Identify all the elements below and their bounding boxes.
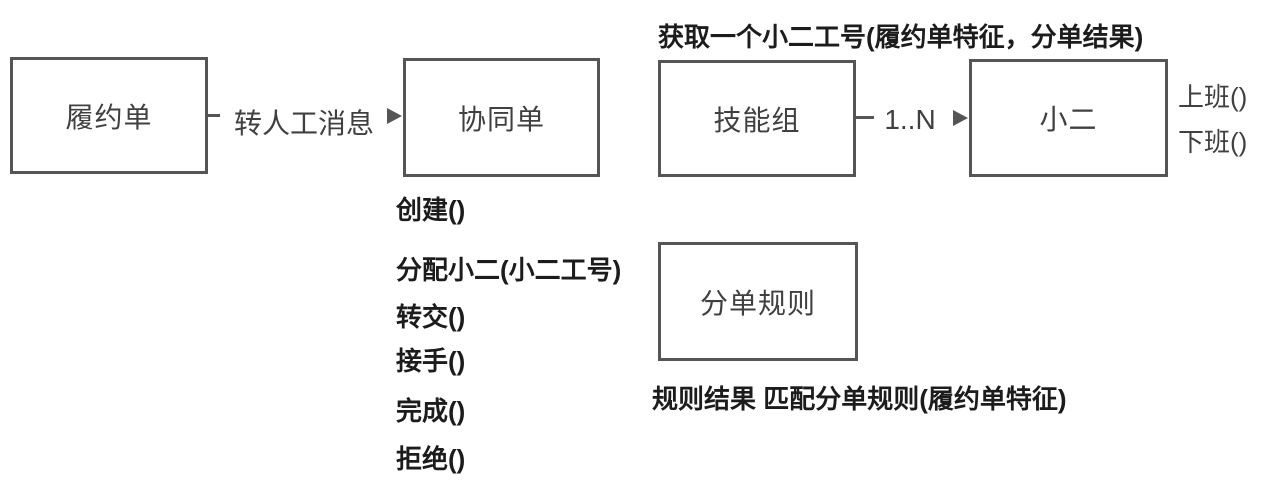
collab-method-assign-xiaoer: 分配小二(小二工号) xyxy=(396,255,622,285)
collab-order-label: 协同单 xyxy=(457,103,545,135)
fulfillment-order-box: 履约单 xyxy=(10,57,208,174)
connector-one-to-n-label: 1..N xyxy=(874,104,946,136)
collab-method-reject: 拒绝() xyxy=(396,444,466,474)
xiaoer-method-end-work: 下班() xyxy=(1178,127,1248,157)
fulfillment-order-label: 履约单 xyxy=(65,101,153,133)
dispatch-rule-box: 分单规则 xyxy=(658,242,858,361)
skill-group-label: 技能组 xyxy=(713,104,801,136)
dispatch-rule-label: 分单规则 xyxy=(699,287,816,319)
connector-fulfillment-to-collab-line xyxy=(208,114,220,117)
xiaoer-method-start-work: 上班() xyxy=(1178,82,1248,112)
rule-match-note: 规则结果 匹配分单规则(履约单特征) xyxy=(652,384,1067,414)
collab-method-take-over: 接手() xyxy=(396,346,466,376)
collab-method-transfer: 转交() xyxy=(396,302,466,332)
skill-group-box: 技能组 xyxy=(658,60,856,177)
connector-transfer-manual-label: 转人工消息 xyxy=(224,102,384,142)
arrowhead-right-icon xyxy=(387,108,402,124)
collab-method-create: 创建() xyxy=(396,195,466,225)
arrowhead-right-icon xyxy=(953,110,968,126)
xiaoer-box: 小二 xyxy=(969,59,1168,177)
collab-order-box: 协同单 xyxy=(403,58,600,177)
connector-skill-to-xiaoer-line xyxy=(855,116,874,119)
xiaoer-label: 小二 xyxy=(1039,104,1098,135)
skill-group-note: 获取一个小二工号(履约单特征，分单结果) xyxy=(658,22,1144,52)
collab-method-complete: 完成() xyxy=(396,396,466,426)
